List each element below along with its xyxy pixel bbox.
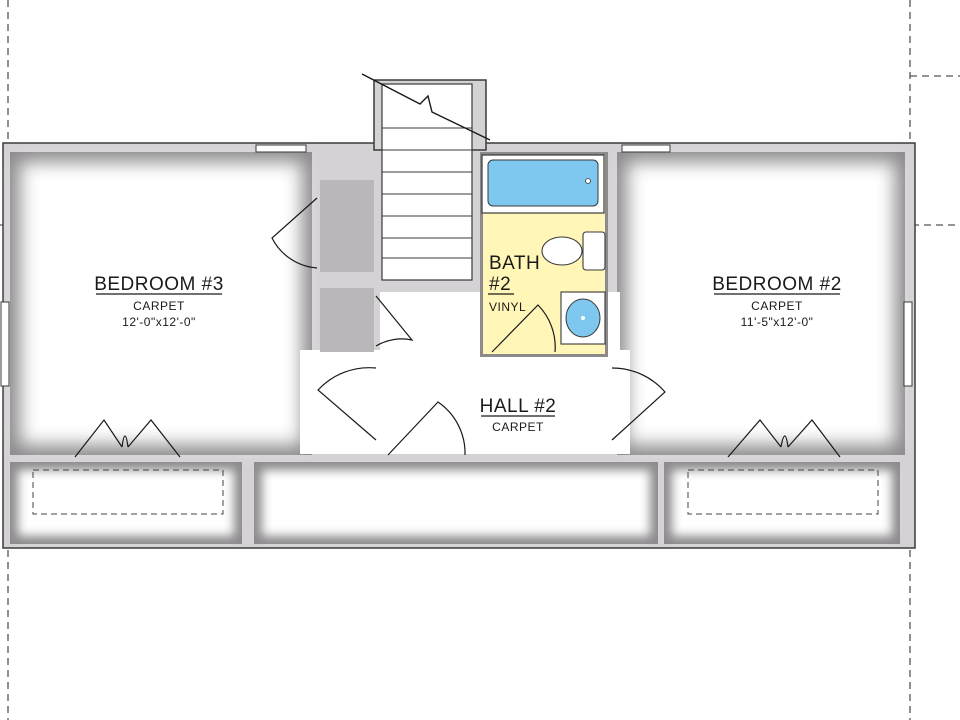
bedroom2-name: BEDROOM #2 — [712, 274, 842, 295]
stairs — [361, 73, 491, 281]
hall2-label: HALL #2 CARPET — [480, 396, 557, 434]
closet-left-floor — [10, 462, 242, 544]
closet-right-floor — [664, 462, 900, 544]
door-swings — [74, 197, 841, 458]
bathtub-icon — [481, 154, 605, 214]
toilet-icon — [541, 231, 606, 271]
bedroom3-floor: CARPET — [133, 299, 185, 313]
hall2-floor: CARPET — [492, 420, 544, 434]
bedroom2-label: BEDROOM #2 CARPET 11'-5"x12'-0" — [712, 274, 842, 329]
bath2-label: BATH #2 VINYL — [488, 253, 540, 314]
bath2-name-line2: #2 — [489, 274, 511, 295]
room-bedroom2-floor — [617, 152, 905, 455]
closet-shelf-lines — [32, 469, 879, 515]
bedroom3-label: BEDROOM #3 CARPET 12'-0"x12'-0" — [94, 274, 224, 329]
bedroom3-name: BEDROOM #3 — [94, 274, 224, 295]
hall2-name: HALL #2 — [480, 396, 557, 417]
bedroom2-floor: CARPET — [751, 299, 803, 313]
room-bedroom3-floor — [10, 152, 312, 455]
closet-center-floor — [254, 462, 658, 544]
sink-icon — [560, 291, 606, 345]
bath2-name-line1: BATH — [489, 253, 540, 274]
window-icons — [0, 144, 913, 387]
linen-closet-floor — [320, 180, 374, 352]
bath2-floor: VINYL — [489, 300, 526, 314]
bedroom2-size: 11'-5"x12'-0" — [741, 315, 814, 329]
bedroom3-size: 12'-0"x12'-0" — [122, 315, 196, 329]
